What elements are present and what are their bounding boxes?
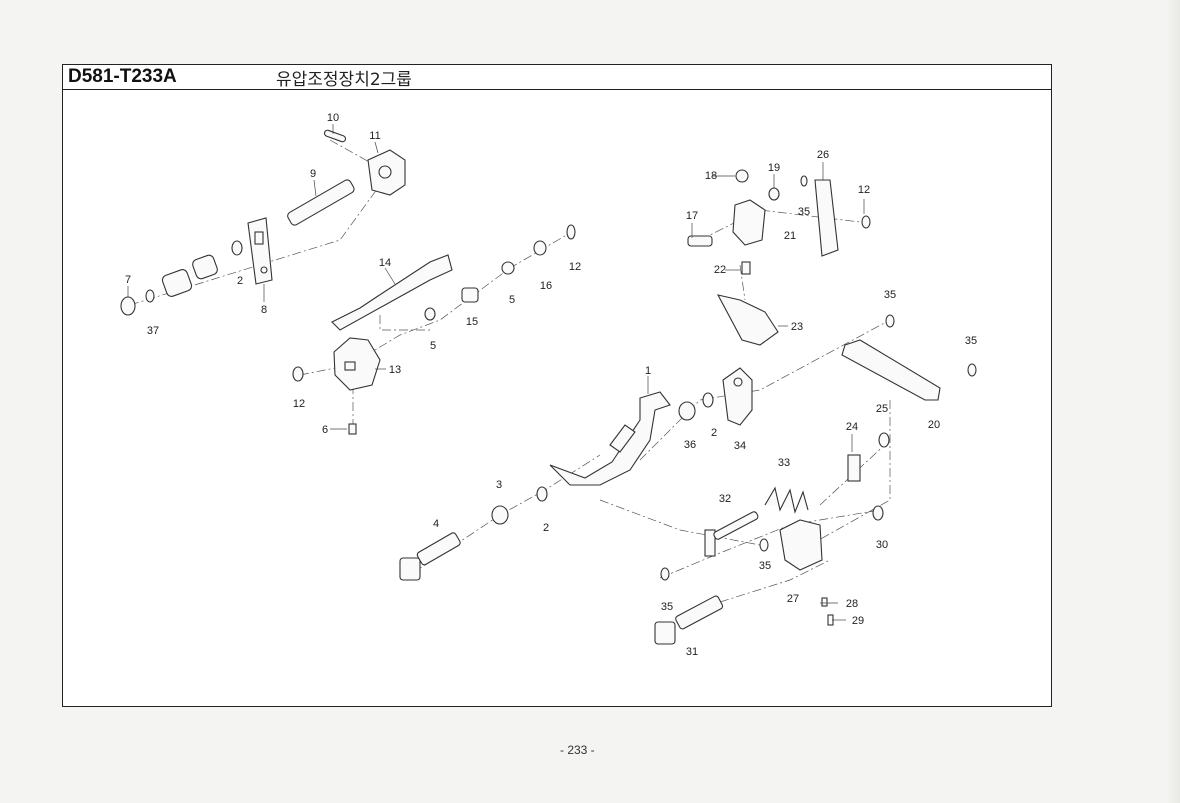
part-plate-8 xyxy=(247,217,273,285)
callout-35b: 35 xyxy=(965,335,977,347)
part-block-11 xyxy=(367,149,406,196)
callout-25: 25 xyxy=(876,403,888,415)
part-fork-1 xyxy=(549,391,671,486)
part-washers-36-2-34 xyxy=(678,367,753,426)
callout-35c: 35 xyxy=(798,206,810,218)
diagram-frame: D581-T233A 유압조정장치2그룹 xyxy=(62,64,1052,707)
callout-10: 10 xyxy=(327,112,339,124)
scan-edge xyxy=(1166,0,1180,803)
callout-34: 34 xyxy=(734,440,746,452)
header-bar: D581-T233A 유압조정장치2그룹 xyxy=(63,65,1051,90)
page-number: - 233 - xyxy=(560,743,595,757)
callout-29: 29 xyxy=(852,615,864,627)
callout-8: 8 xyxy=(261,304,267,316)
callout-35e: 35 xyxy=(661,601,673,613)
part-pin-10 xyxy=(323,129,347,143)
callout-5b: 5 xyxy=(430,340,436,352)
callout-26: 26 xyxy=(817,149,829,161)
callout-12a: 12 xyxy=(569,261,581,273)
callout-12c: 12 xyxy=(858,184,870,196)
callout-28: 28 xyxy=(846,598,858,610)
callout-2a: 2 xyxy=(237,275,243,287)
callout-20: 20 xyxy=(928,419,940,431)
part-spring-33 xyxy=(764,486,809,514)
callout-13: 13 xyxy=(389,364,401,376)
callout-14: 14 xyxy=(379,257,391,269)
callout-9: 9 xyxy=(310,168,316,180)
callout-3: 3 xyxy=(496,479,502,491)
callout-21: 21 xyxy=(784,230,796,242)
callout-24: 24 xyxy=(846,421,858,433)
callout-11: 11 xyxy=(369,130,380,142)
callout-35a: 35 xyxy=(884,289,896,301)
part-bracket-13 xyxy=(333,337,381,391)
part-bushing-stack xyxy=(120,240,243,316)
callout-31: 31 xyxy=(686,646,698,658)
callout-15: 15 xyxy=(466,316,478,328)
callout-30: 30 xyxy=(876,539,888,551)
callout-labels: 1 2 2 2 3 4 5 5 6 7 8 9 10 11 12 12 12 1… xyxy=(125,112,977,658)
callout-4: 4 xyxy=(433,518,439,530)
model-code: D581-T233A xyxy=(68,66,177,87)
callout-18: 18 xyxy=(705,170,717,182)
callout-17: 17 xyxy=(686,210,698,222)
callout-12b: 12 xyxy=(293,398,305,410)
callout-33: 33 xyxy=(778,457,790,469)
part-upper-right-group xyxy=(687,169,871,346)
callout-35d: 35 xyxy=(759,560,771,572)
callout-36: 36 xyxy=(684,439,696,451)
part-bolt-4 xyxy=(399,532,461,581)
callout-27: 27 xyxy=(787,593,799,605)
callout-1: 1 xyxy=(645,365,651,377)
callout-7: 7 xyxy=(125,274,131,286)
callout-37: 37 xyxy=(147,325,159,337)
callout-5a: 5 xyxy=(509,294,515,306)
part-washers-3-2 xyxy=(491,486,548,525)
callout-16: 16 xyxy=(540,280,552,292)
callout-2c: 2 xyxy=(543,522,549,534)
callout-6: 6 xyxy=(322,424,328,436)
part-shaft-9 xyxy=(287,179,355,226)
part-lower-right-group xyxy=(654,432,890,645)
callout-2b: 2 xyxy=(711,427,717,439)
callout-23: 23 xyxy=(791,321,803,333)
assembly-chains xyxy=(129,139,891,603)
group-title: 유압조정장치2그룹 xyxy=(276,70,412,90)
callout-22: 22 xyxy=(714,264,726,276)
callout-leaders xyxy=(127,124,865,621)
callout-19: 19 xyxy=(768,162,780,174)
part-link-20 xyxy=(841,314,977,401)
callout-32: 32 xyxy=(719,493,731,505)
part-lever-14 xyxy=(331,254,453,331)
part-small-rings xyxy=(292,224,576,435)
